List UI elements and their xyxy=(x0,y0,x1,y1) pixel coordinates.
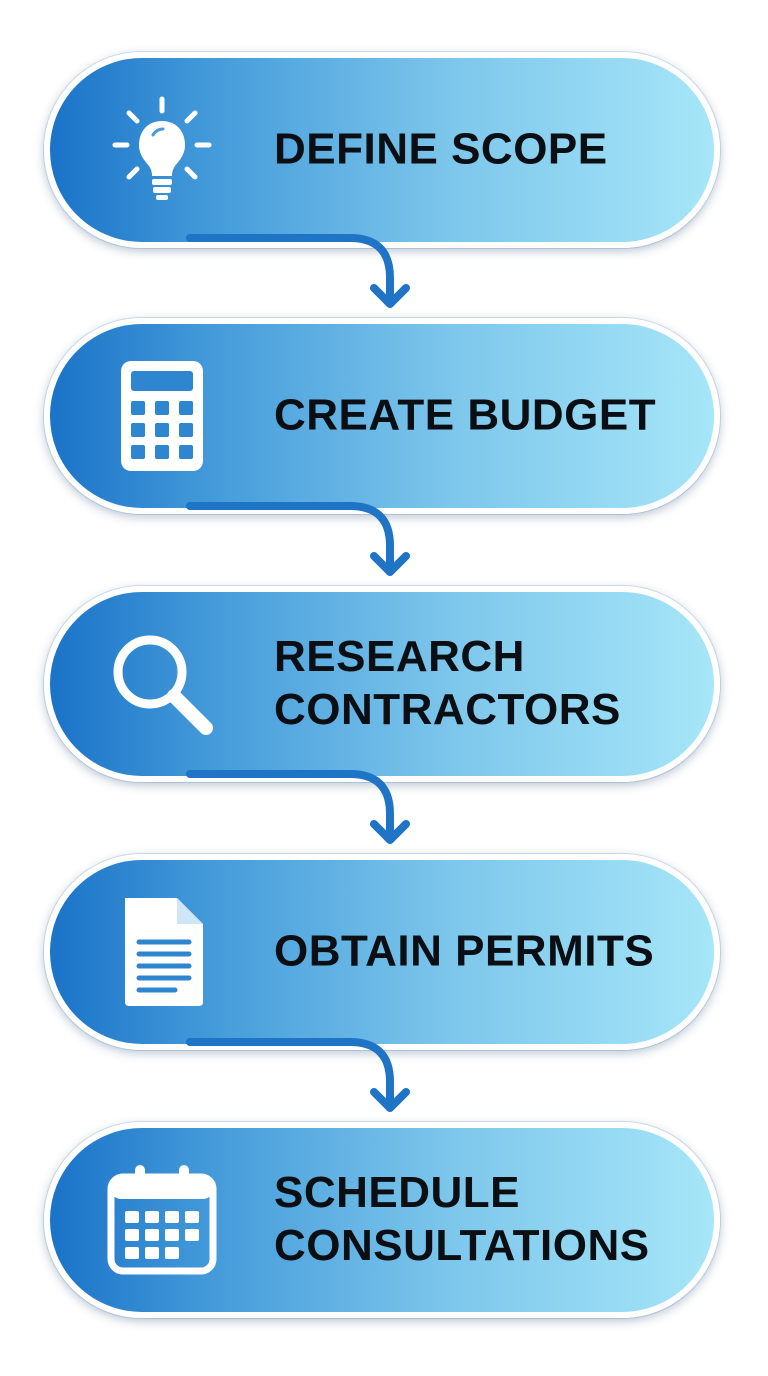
magnifier-icon xyxy=(102,624,222,744)
step-label: RESEARCH CONTRACTORS xyxy=(274,632,621,734)
step-label: DEFINE SCOPE xyxy=(274,124,608,174)
step-label: SCHEDULE CONSULTATIONS xyxy=(274,1168,650,1270)
calendar-icon xyxy=(102,1160,222,1280)
step-label: OBTAIN PERMITS xyxy=(274,926,655,976)
connector-arrow xyxy=(186,502,410,576)
calculator-icon xyxy=(102,356,222,476)
document-icon xyxy=(102,892,222,1012)
step-label: CREATE BUDGET xyxy=(274,390,657,440)
step-create-budget: CREATE BUDGET xyxy=(44,318,720,514)
connector-arrow xyxy=(186,234,410,308)
step-schedule-consultations: SCHEDULE CONSULTATIONS xyxy=(44,1122,720,1318)
lightbulb-icon xyxy=(102,90,222,210)
connector-arrow xyxy=(186,1038,410,1112)
step-obtain-permits: OBTAIN PERMITS xyxy=(44,854,720,1050)
step-define-scope: DEFINE SCOPE xyxy=(44,52,720,248)
connector-arrow xyxy=(186,770,410,844)
step-research-contractors: RESEARCH CONTRACTORS xyxy=(44,586,720,782)
